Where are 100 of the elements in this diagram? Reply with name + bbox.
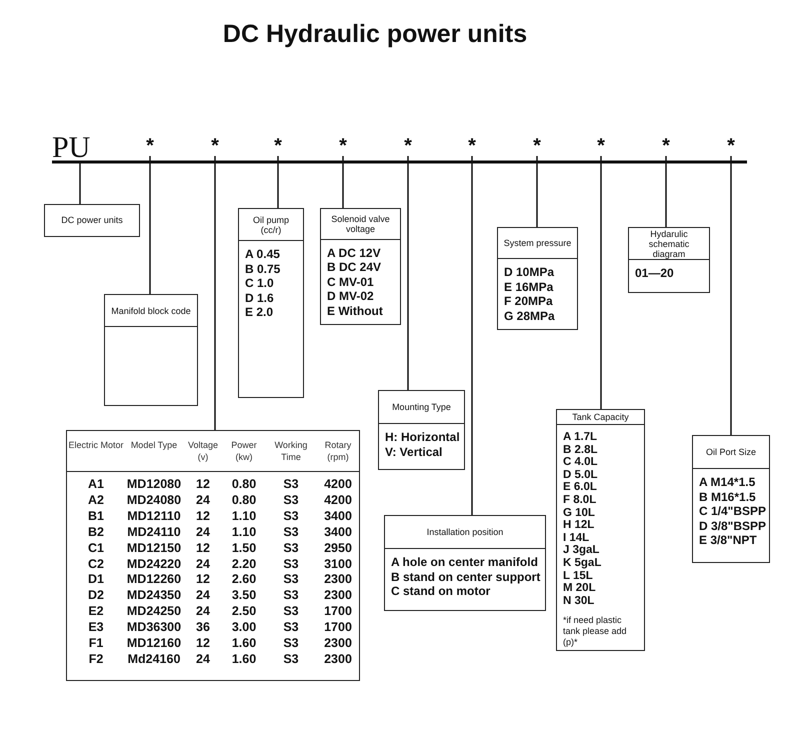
table-cell: 12 xyxy=(196,636,210,652)
table-cell: 24 xyxy=(196,652,210,668)
option-text: D 3/8"BSPP xyxy=(699,518,766,533)
table-cell: MD36300 xyxy=(126,620,182,636)
option-text: H: Horizontal xyxy=(385,430,460,444)
spec-box xyxy=(320,208,401,325)
column-header: Voltage (v) xyxy=(186,439,220,463)
table-cell: 0.80 xyxy=(232,477,256,493)
spec-box xyxy=(104,294,198,406)
table-cell: 24 xyxy=(196,492,210,509)
page-title: DC Hydraulic power units xyxy=(222,20,528,49)
leader-line xyxy=(600,156,602,409)
table-cell: 12 xyxy=(196,477,210,493)
table-cell: S3 xyxy=(283,572,299,588)
option-text: B 0.75 xyxy=(245,262,280,276)
table-cell: 3100 xyxy=(324,556,352,572)
table-cell: MD12260 xyxy=(126,572,182,588)
spec-box xyxy=(556,409,645,651)
table-cell: 1700 xyxy=(324,604,352,620)
option-text: J 3gaL xyxy=(563,544,600,557)
table-cell: MD12160 xyxy=(126,636,182,652)
option-text: E 2.0 xyxy=(245,305,274,320)
footnote: *if need plastic tank please add (p)* xyxy=(563,615,628,648)
table-cell: B1 xyxy=(88,508,104,525)
option-text: B DC 24V xyxy=(327,260,382,274)
column-header: Working Time xyxy=(274,439,308,463)
box-heading: Tank Capacity xyxy=(572,412,629,422)
code-asterisk: * xyxy=(532,136,542,156)
option-text: 01—20 xyxy=(635,266,674,280)
option-text: I 14L xyxy=(563,532,590,544)
leader-line xyxy=(665,156,667,227)
box-heading: Oil Port Size xyxy=(706,447,756,457)
table-cell: 0.80 xyxy=(232,492,256,509)
table-cell: S3 xyxy=(283,652,299,668)
box-heading: Solenoid valve voltage xyxy=(330,214,391,234)
table-cell: S3 xyxy=(283,540,299,557)
box-heading: Manifold block code xyxy=(111,306,191,316)
spec-box xyxy=(497,227,578,330)
table-cell: F2 xyxy=(88,652,104,668)
spec-box xyxy=(44,204,140,237)
option-text: L 15L xyxy=(563,570,593,582)
code-asterisk: * xyxy=(145,136,155,156)
option-text: A hole on center manifold xyxy=(391,555,538,570)
table-cell: 12 xyxy=(196,540,210,557)
box-heading: System pressure xyxy=(504,238,572,248)
option-text: A 0.45 xyxy=(245,247,280,262)
option-text: C 1.0 xyxy=(245,276,274,290)
option-text: B 2.8L xyxy=(563,444,598,456)
leader-line xyxy=(471,156,473,515)
table-cell: 2950 xyxy=(324,540,352,557)
table-cell: 1.50 xyxy=(232,540,256,557)
leader-line xyxy=(214,156,216,430)
table-cell: Md24160 xyxy=(128,652,180,668)
column-header: Power (kw) xyxy=(230,439,258,463)
table-cell: S3 xyxy=(283,604,299,620)
table-cell: MD12080 xyxy=(126,477,182,493)
option-text: D 10MPa xyxy=(504,265,554,280)
code-asterisk: * xyxy=(661,136,671,156)
table-cell: 2300 xyxy=(324,572,352,588)
leader-line xyxy=(149,156,151,294)
spec-box xyxy=(384,515,546,611)
option-text: B stand on center support xyxy=(391,570,540,584)
table-cell: 2.50 xyxy=(232,604,256,620)
leader-line xyxy=(79,163,81,204)
table-cell: 2.20 xyxy=(232,556,256,572)
table-cell: E2 xyxy=(88,604,104,620)
table-cell: B2 xyxy=(88,524,104,541)
option-text: D 1.6 xyxy=(245,290,274,305)
table-cell: S3 xyxy=(283,477,299,493)
table-cell: 24 xyxy=(196,524,210,541)
box-heading: Mounting Type xyxy=(392,402,451,412)
option-text: N 30L xyxy=(563,594,594,608)
table-cell: MD24220 xyxy=(126,556,182,572)
table-cell: C1 xyxy=(88,540,104,557)
box-heading: DC power units xyxy=(61,215,123,225)
table-cell: MD12110 xyxy=(127,508,181,525)
option-text: A 1.7L xyxy=(563,431,598,444)
table-cell: 4200 xyxy=(324,477,352,493)
table-cell: F1 xyxy=(88,636,104,652)
column-header: Rotary (rpm) xyxy=(324,439,352,463)
option-text: V: Vertical xyxy=(385,444,442,459)
table-cell: 1.10 xyxy=(232,508,256,525)
column-header: Model Type xyxy=(130,439,178,452)
option-text: A M14*1.5 xyxy=(699,475,756,490)
table-cell: A1 xyxy=(88,477,104,493)
table-cell: MD12150 xyxy=(126,540,182,557)
spec-box xyxy=(378,390,465,470)
option-text: C stand on motor xyxy=(391,584,490,598)
table-cell: MD24250 xyxy=(126,604,182,620)
box-heading: Hydarulic schematic diagram xyxy=(648,228,690,258)
box-heading: Installation position xyxy=(426,527,504,537)
table-cell: A2 xyxy=(88,492,104,509)
column-header: Electric Motor xyxy=(68,439,124,452)
code-asterisk: * xyxy=(338,136,348,156)
option-text: F 20MPa xyxy=(504,294,553,308)
option-text: K 5gaL xyxy=(563,556,602,570)
leader-line xyxy=(277,156,279,208)
option-text: E 16MPa xyxy=(504,280,554,294)
table-cell: E3 xyxy=(88,620,104,636)
spec-box xyxy=(238,208,304,398)
